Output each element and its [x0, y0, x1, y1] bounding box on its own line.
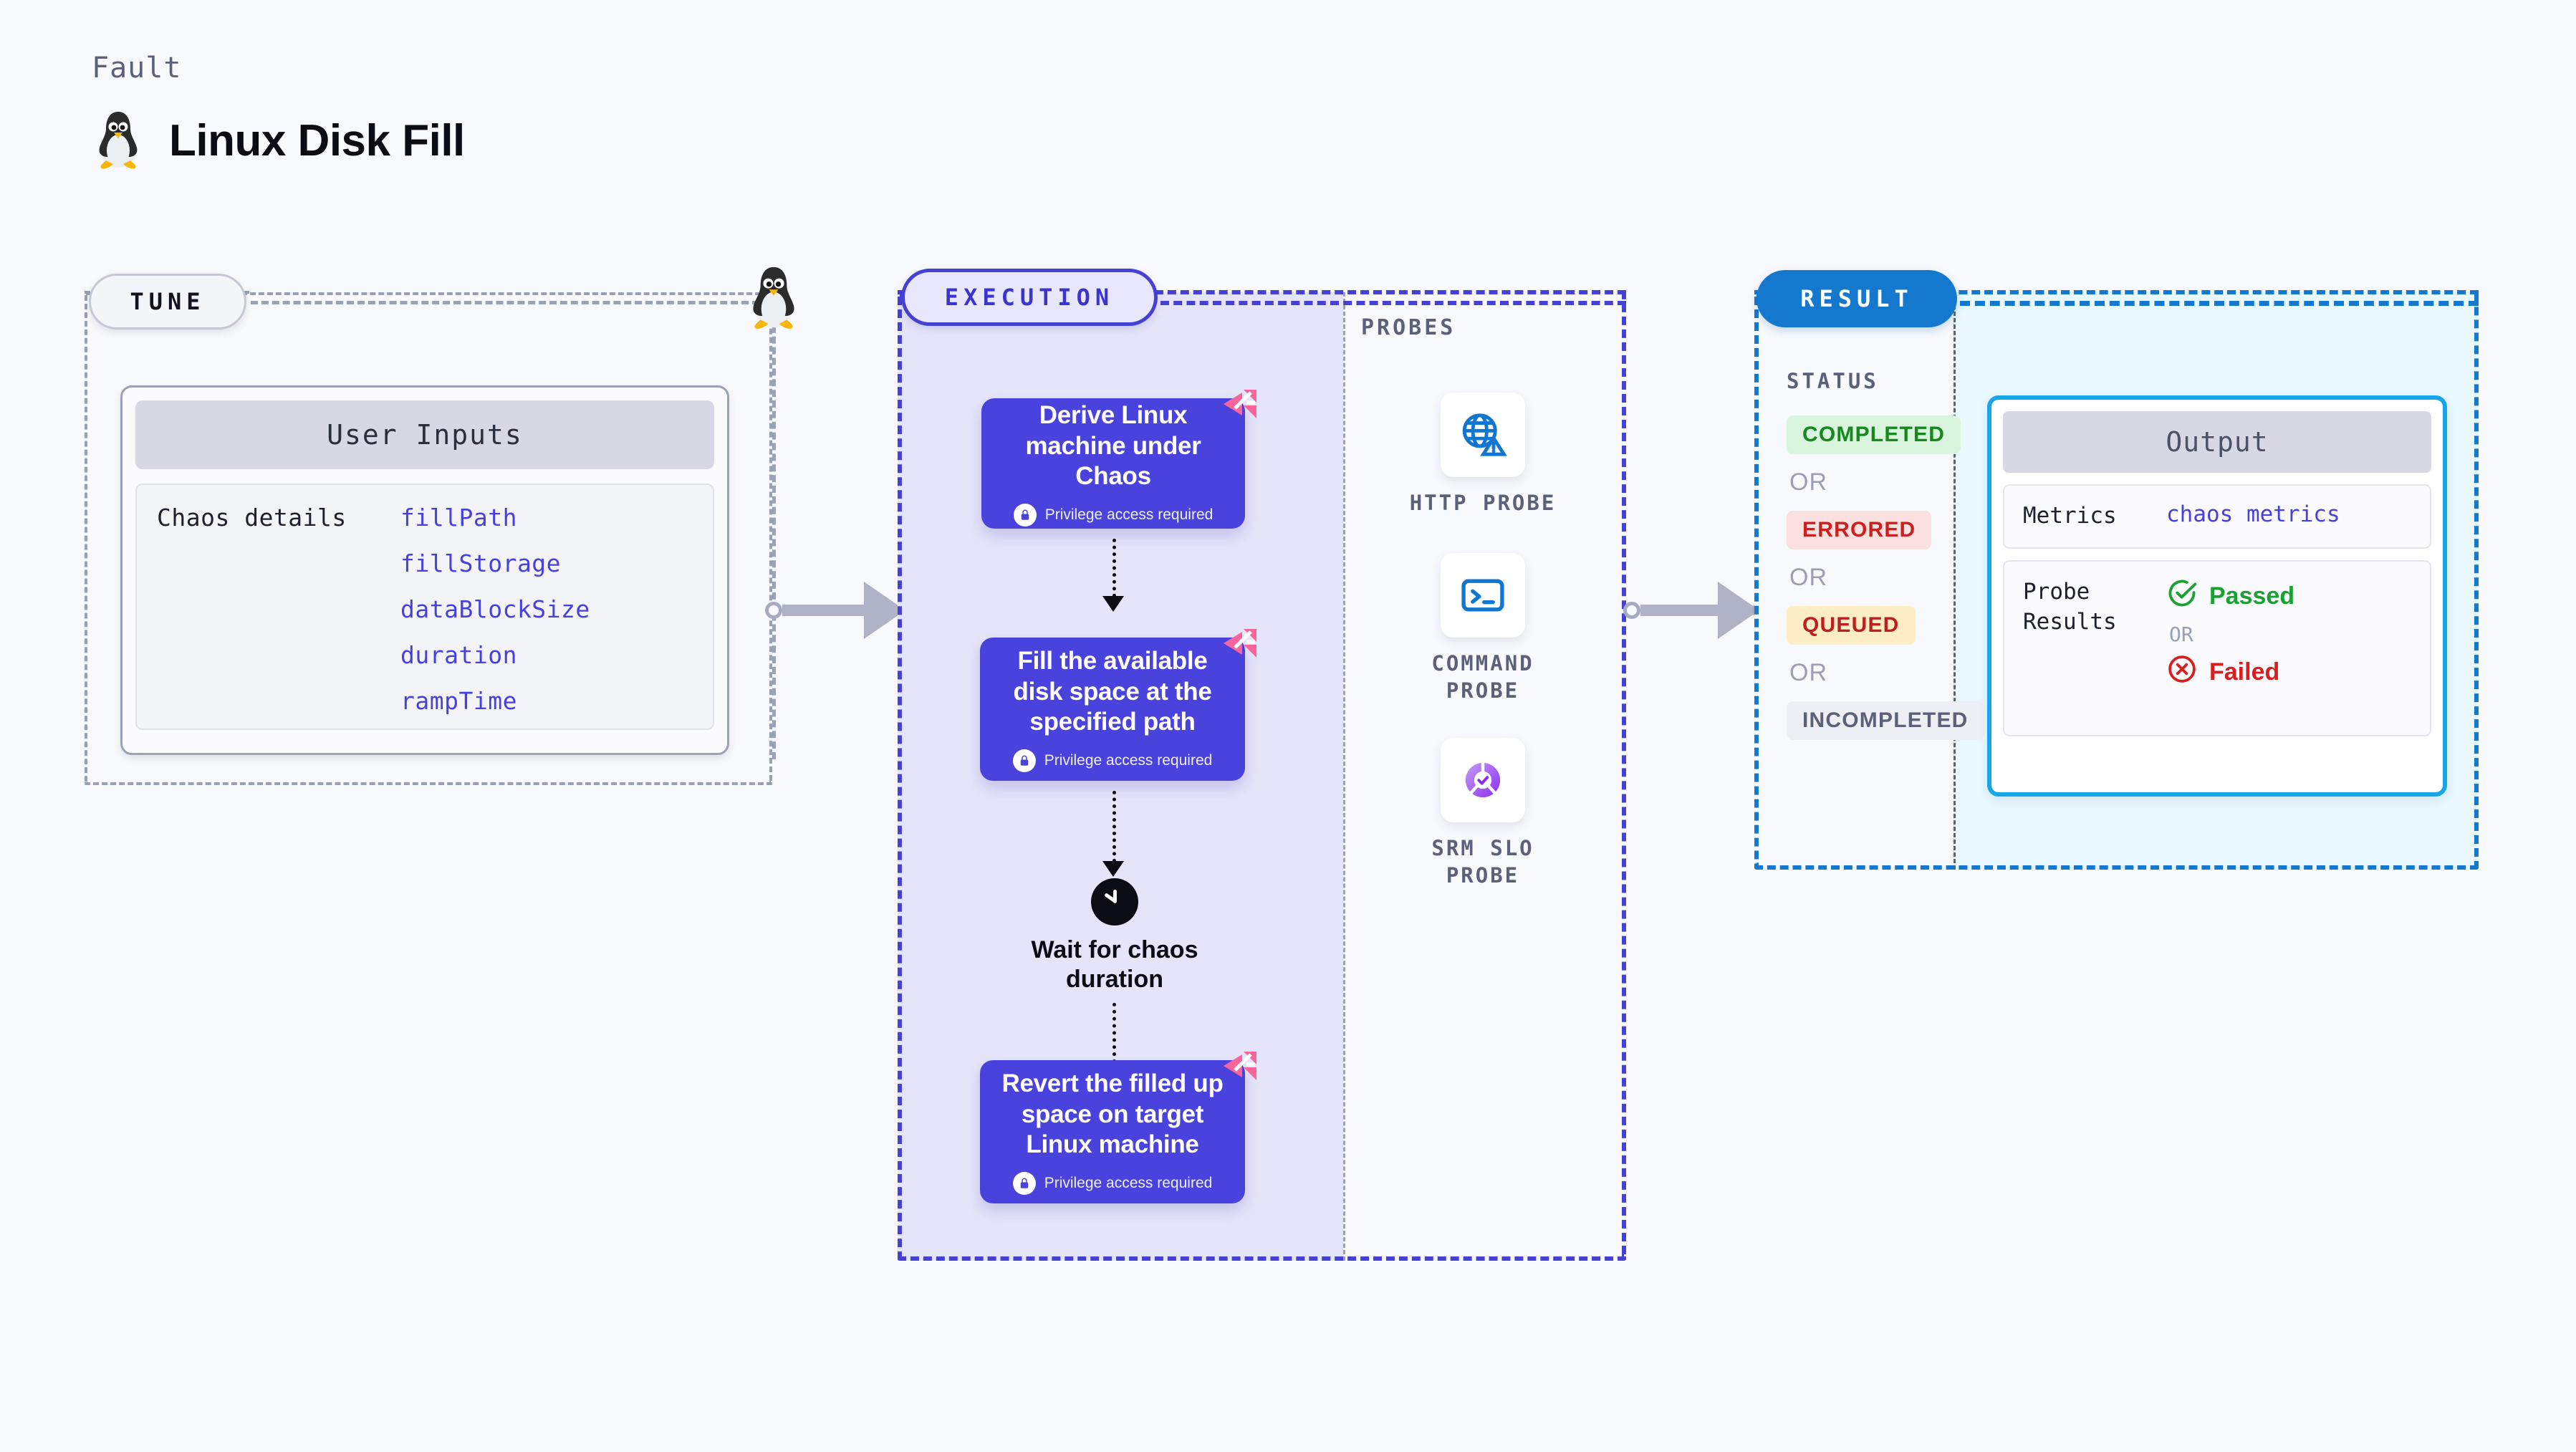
wait-node-label: Wait for chaos duration — [1031, 936, 1198, 993]
execution-step-3[interactable]: Revert the filled up space on target Lin… — [980, 1052, 1256, 1203]
status-badge-completed: COMPLETED — [1787, 415, 1961, 454]
clock-icon — [1091, 878, 1138, 925]
output-metrics-label: Metrics — [2023, 503, 2117, 529]
probe-srm-slo[interactable]: SRM SLO PROBE — [1390, 738, 1576, 889]
fault-kicker: Fault — [92, 52, 182, 85]
result-divider — [1953, 292, 1956, 870]
lock-icon — [1012, 1172, 1036, 1196]
litmus-badge-icon — [1218, 383, 1261, 425]
execution-connector-1 — [1112, 539, 1116, 597]
probe-result-passed-label: Passed — [2209, 582, 2295, 610]
execution-step-1[interactable]: Derive Linux machine under Chaos Privile… — [981, 390, 1256, 529]
execution-step-2-privilege: Privilege access required — [1012, 749, 1213, 773]
execution-step-1-privilege: Privilege access required — [1013, 504, 1213, 527]
output-probe-results-row: Probe Results Passed OR — [2003, 559, 2431, 736]
execution-step-1-privilege-text: Privilege access required — [1044, 506, 1213, 524]
slo-check-icon — [1441, 738, 1525, 822]
probe-result-passed: Passed — [2166, 577, 2294, 615]
execution-connector-2-head — [1102, 861, 1124, 877]
arrow-start-dot — [765, 602, 782, 619]
tune-to-execution-arrow — [765, 582, 915, 639]
execution-step-2-title: Fill the available disk space at the spe… — [1013, 646, 1212, 736]
status-badge-errored: ERRORED — [1787, 511, 1932, 549]
result-pill[interactable]: RESULT — [1756, 270, 1957, 327]
user-inputs-card: User Inputs Chaos details fillPath fillS… — [120, 385, 729, 755]
probes-divider — [1343, 292, 1345, 1261]
output-metrics-row: Metrics chaos metrics — [2003, 484, 2431, 549]
result-region-top-edge — [1754, 290, 2479, 294]
linux-penguin-marker-icon — [745, 264, 802, 330]
probe-http[interactable]: HTTP PROBE — [1390, 393, 1576, 517]
status-or-2: OR — [1789, 564, 1827, 591]
tune-region — [85, 292, 772, 785]
result-left-fill — [1754, 292, 1953, 870]
tune-pill[interactable]: TUNE — [89, 274, 246, 330]
probe-result-failed-label: Failed — [2209, 658, 2280, 686]
param-duration[interactable]: duration — [400, 641, 517, 669]
output-metrics-value[interactable]: chaos metrics — [2166, 501, 2340, 527]
x-circle-icon — [2166, 653, 2198, 691]
status-title: STATUS — [1787, 369, 1879, 393]
execution-step-1-title: Derive Linux machine under Chaos — [1025, 400, 1201, 491]
tune-penguin-drop-line — [772, 315, 776, 759]
probe-http-label: HTTP PROBE — [1409, 491, 1557, 515]
arrow-start-dot — [1623, 602, 1640, 619]
execution-step-2[interactable]: Fill the available disk space at the spe… — [980, 629, 1256, 781]
output-card: Output Metrics chaos metrics Probe Resul… — [1987, 395, 2447, 797]
result-region — [1754, 292, 2479, 870]
arrow-shaft — [1640, 605, 1721, 616]
param-datablocksize[interactable]: dataBlockSize — [400, 595, 590, 623]
arrow-shaft — [782, 605, 867, 616]
probe-srm-slo-label: SRM SLO PROBE — [1431, 836, 1534, 888]
probe-command-label: COMMAND PROBE — [1431, 651, 1534, 703]
probe-command[interactable]: COMMAND PROBE — [1390, 553, 1576, 704]
status-or-3: OR — [1789, 659, 1827, 686]
check-circle-icon — [2166, 577, 2198, 615]
litmus-badge-icon — [1218, 622, 1261, 665]
execution-step-2-privilege-text: Privilege access required — [1044, 752, 1213, 769]
tune-dotted-connector — [251, 301, 759, 304]
execution-connector-1-head — [1102, 596, 1124, 612]
param-fillstorage[interactable]: fillStorage — [400, 549, 562, 577]
litmus-badge-icon — [1218, 1044, 1261, 1087]
execution-step-3-title: Revert the filled up space on target Lin… — [1001, 1069, 1224, 1159]
globe-warning-icon — [1441, 393, 1525, 477]
wait-node: Wait for chaos duration — [1029, 878, 1201, 994]
execution-to-result-arrow — [1623, 582, 1769, 639]
page-title-text: Linux Disk Fill — [169, 116, 465, 165]
execution-region — [898, 292, 1626, 1261]
output-probe-results-label: Probe Results — [2023, 578, 2117, 635]
linux-penguin-icon — [92, 109, 145, 173]
param-ramptime[interactable]: rampTime — [400, 687, 517, 715]
execution-step-3-privilege: Privilege access required — [1012, 1172, 1213, 1196]
execution-pill[interactable]: EXECUTION — [901, 269, 1158, 326]
page-title: Linux Disk Fill — [92, 109, 465, 173]
status-list: COMPLETED OR ERRORED OR QUEUED OR INCOMP… — [1787, 415, 1984, 740]
param-fillpath[interactable]: fillPath — [400, 504, 517, 532]
chaos-details-params: fillPath fillStorage dataBlockSize durat… — [400, 504, 590, 715]
user-inputs-header: User Inputs — [135, 400, 714, 469]
chaos-details-label: Chaos details — [157, 504, 347, 532]
probes-title: PROBES — [1361, 315, 1456, 340]
result-dotted-connector — [1960, 301, 2479, 306]
status-or-1: OR — [1789, 468, 1827, 496]
probe-result-or: OR — [2169, 622, 2193, 646]
status-badge-incompleted: INCOMPLETED — [1787, 701, 1984, 740]
execution-connector-2 — [1112, 791, 1116, 862]
probe-results-values: Passed OR Failed — [2166, 577, 2294, 719]
execution-dotted-connector — [1160, 301, 1626, 305]
chaos-details-row: Chaos details fillPath fillStorage dataB… — [135, 484, 714, 730]
execution-region-top-edge — [898, 290, 1626, 294]
lock-icon — [1012, 749, 1036, 773]
probe-result-failed: Failed — [2166, 653, 2294, 691]
output-header: Output — [2003, 411, 2431, 473]
status-badge-queued: QUEUED — [1787, 606, 1916, 645]
execution-step-3-privilege-text: Privilege access required — [1044, 1175, 1213, 1192]
execution-connector-3 — [1112, 1003, 1116, 1070]
terminal-icon — [1441, 553, 1525, 638]
lock-icon — [1013, 504, 1037, 527]
